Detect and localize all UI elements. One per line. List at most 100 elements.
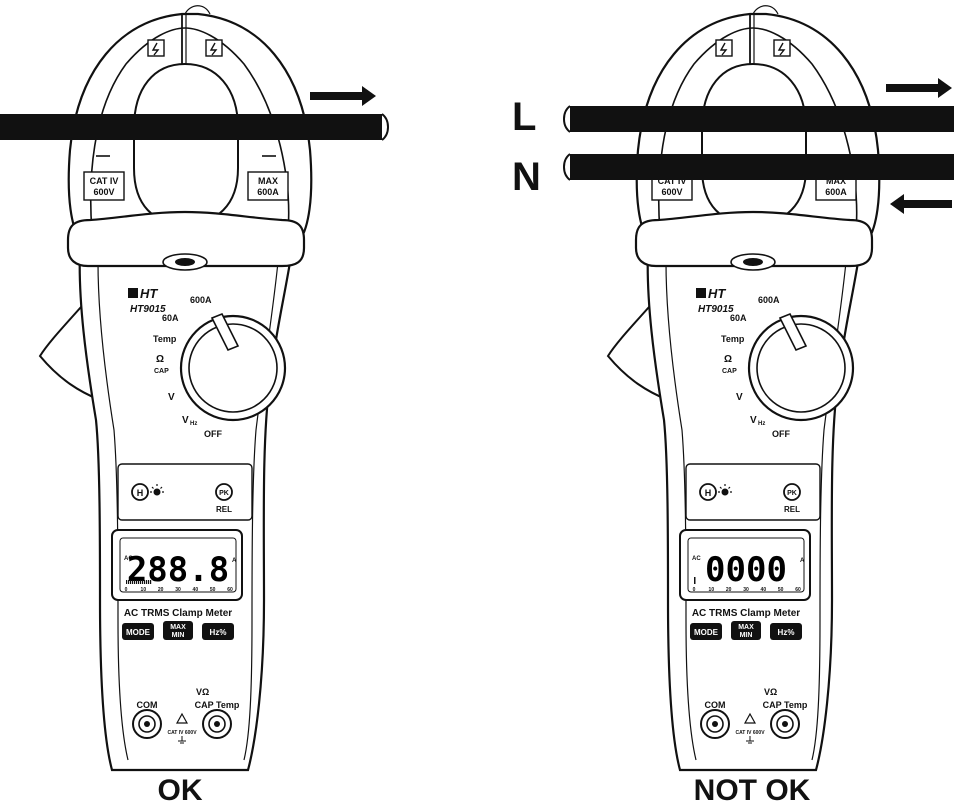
brand-logo: HT <box>708 286 726 301</box>
dial-60a: 60A <box>162 313 179 323</box>
brand-logo: HT <box>140 286 158 301</box>
dial-cap: CAP <box>154 368 169 375</box>
peak-button[interactable]: PK <box>783 483 801 501</box>
jaw-cat-voltage: 600V <box>93 187 114 197</box>
lcd-reading: 0000 <box>705 550 787 590</box>
mode-button[interactable]: MODE <box>690 623 722 640</box>
arrow-right-icon <box>886 78 952 98</box>
meter-subtitle: AC TRMS Clamp Meter <box>124 608 232 619</box>
peak-button[interactable]: PK <box>215 483 233 501</box>
com-label: COM <box>705 700 726 710</box>
bargraph-tick-label: 60 <box>227 587 233 593</box>
bargraph-segment <box>150 580 152 584</box>
warning-icon <box>743 712 757 724</box>
rel-label: REL <box>784 505 800 514</box>
model-name: HT9015 <box>698 304 734 315</box>
maxmin-button[interactable]: MAX MIN <box>163 621 193 640</box>
bargraph-segment <box>138 580 140 584</box>
rel-label: REL <box>216 505 232 514</box>
dial-vdc: V <box>168 392 175 403</box>
bargraph-segment <box>132 580 134 584</box>
svg-text:MODE: MODE <box>126 628 151 637</box>
cat-rating-label: CAT IV 600V <box>167 730 197 736</box>
com-label: COM <box>137 700 158 710</box>
lcd-bargraph: 0 10 20 30 40 50 60 <box>125 580 233 593</box>
svg-text:H: H <box>705 488 712 498</box>
backlight-icon <box>150 484 164 496</box>
dial-vdc: V <box>736 392 743 403</box>
bargraph-segment <box>694 577 696 584</box>
lcd-unit: A <box>232 558 237 564</box>
dial-off: OFF <box>772 429 790 439</box>
svg-text:MAX: MAX <box>738 624 754 631</box>
lcd-unit: A <box>800 558 805 564</box>
v-terminal-label: VΩ <box>764 687 777 697</box>
jaw-cat-label: CAT IV <box>90 176 119 186</box>
hz-button[interactable]: Hz% <box>770 623 802 640</box>
conductor-n-label: N <box>512 155 541 199</box>
dial-600a: 600A <box>758 295 780 305</box>
svg-text:PK: PK <box>787 490 797 497</box>
mode-button[interactable]: MODE <box>122 623 154 640</box>
svg-text:H: H <box>137 488 144 498</box>
maxmin-button[interactable]: MAX MIN <box>731 621 761 640</box>
arrow-left-icon <box>890 194 952 214</box>
meter-subtitle: AC TRMS Clamp Meter <box>692 608 800 619</box>
panel-ok: CAT IV 600V MAX 600A HT HT9015 600A 60A … <box>0 4 389 803</box>
dial-temp: Temp <box>721 334 745 344</box>
ground-icon <box>746 736 754 744</box>
dial-vac: V <box>750 415 757 426</box>
bargraph-tick-label: 0 <box>125 587 128 593</box>
svg-text:MIN: MIN <box>172 632 185 639</box>
bargraph-tick-label: 40 <box>761 587 767 593</box>
jaw-max-current: 600A <box>257 187 279 197</box>
bargraph-segment <box>148 580 150 584</box>
lcd-ac-indicator: AC <box>124 556 133 562</box>
cap-temp-label: CAP Temp <box>195 700 240 710</box>
bargraph-tick-label: 30 <box>175 587 181 593</box>
warning-icon <box>175 712 189 724</box>
lcd-ac-indicator: AC <box>692 556 701 562</box>
arrow-right-icon <box>310 86 376 106</box>
bargraph-tick-label: 10 <box>141 587 147 593</box>
ground-icon <box>178 736 186 744</box>
jaw-max-current: 600A <box>825 187 847 197</box>
dial-ohm: Ω <box>156 354 164 365</box>
bargraph-tick-label: 10 <box>709 587 715 593</box>
lcd-reading: 288.8 <box>127 550 229 590</box>
dial-temp: Temp <box>153 334 177 344</box>
bargraph-segment <box>142 580 144 584</box>
panel-not-ok: CAT IV 600V MAX 600A L N HT HT9015 600A … <box>512 4 954 803</box>
cap-temp-label: CAP Temp <box>763 700 808 710</box>
bargraph-segment <box>134 580 136 584</box>
cat-rating-label: CAT IV 600V <box>735 730 765 736</box>
hold-button[interactable]: H <box>131 483 149 501</box>
dial-vac: V <box>182 415 189 426</box>
dial-hz: Hz <box>758 421 765 427</box>
conductor-n-cable <box>570 154 954 180</box>
svg-text:MODE: MODE <box>694 628 719 637</box>
bargraph-tick-label: 30 <box>743 587 749 593</box>
caption-ok: OK <box>158 774 203 803</box>
svg-text:MIN: MIN <box>740 632 753 639</box>
jaw-max-label: MAX <box>258 176 278 186</box>
model-name: HT9015 <box>130 304 166 315</box>
bargraph-tick-label: 20 <box>158 587 164 593</box>
bargraph-segment <box>128 580 130 584</box>
bargraph-segment <box>146 580 148 584</box>
v-terminal-label: VΩ <box>196 687 209 697</box>
bargraph-tick-label: 50 <box>778 587 784 593</box>
bargraph-segment <box>140 580 142 584</box>
svg-text:Hz%: Hz% <box>210 628 227 637</box>
bargraph-segment <box>136 580 138 584</box>
dial-hz: Hz <box>190 421 197 427</box>
jaw-cat-label: CAT IV <box>658 176 687 186</box>
bargraph-tick-label: 40 <box>193 587 199 593</box>
hold-button[interactable]: H <box>699 483 717 501</box>
ht-logo-icon <box>128 288 138 298</box>
bargraph-tick-label: 50 <box>210 587 216 593</box>
dial-ohm: Ω <box>724 354 732 365</box>
hz-button[interactable]: Hz% <box>202 623 234 640</box>
